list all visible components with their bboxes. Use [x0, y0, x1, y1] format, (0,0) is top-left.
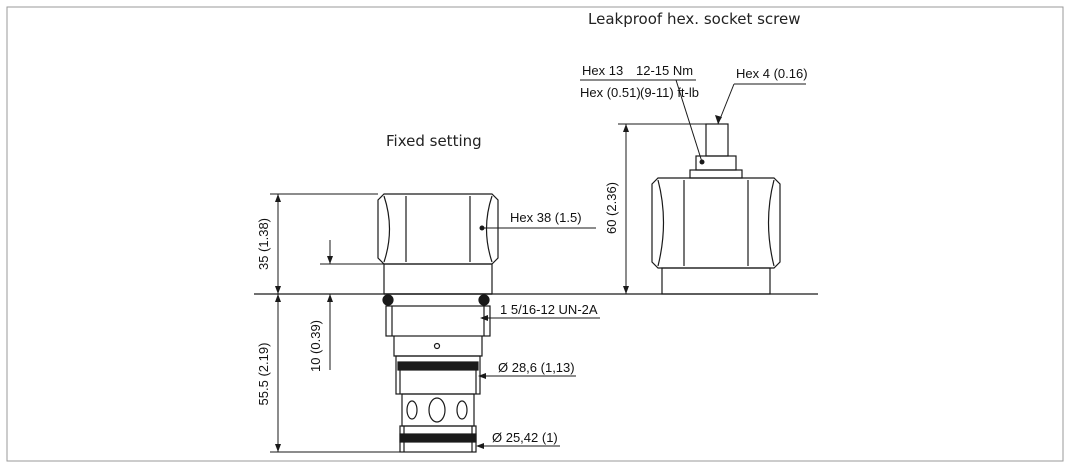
left-dimensions [270, 193, 400, 453]
o-ring [478, 294, 490, 306]
label-hex-inch: Hex (0.51) [580, 85, 641, 100]
arrow [327, 256, 333, 264]
neck [393, 336, 483, 357]
arrow [275, 294, 281, 302]
leader-dots [479, 225, 485, 231]
label-dia25: Ø 25,42 (1) [492, 430, 558, 445]
left-leaders [478, 227, 600, 447]
upper-seal [397, 361, 479, 371]
hex-curve [383, 195, 391, 263]
left-arrows [275, 194, 333, 452]
dim-label-35: 35 (1.38) [256, 218, 271, 270]
arrow [275, 286, 281, 294]
label-hex38: Hex 38 (1.5) [510, 210, 582, 225]
leader-arrows [476, 315, 488, 449]
pilot-hole [433, 342, 441, 350]
right-dimensions [618, 123, 706, 294]
hex-curve [657, 179, 665, 267]
label-torque-ftlb: (9-11) ft-lb [640, 85, 699, 100]
leader-hex13 [675, 79, 703, 163]
arrow [275, 444, 281, 452]
left-valve [377, 193, 499, 453]
port-hole [428, 397, 446, 423]
hex-head [651, 177, 781, 269]
socket-screw [705, 123, 729, 157]
arrow [327, 294, 333, 302]
lock-nut-base [689, 169, 743, 179]
label-hex13: Hex 13 [582, 63, 623, 78]
o-ring [382, 294, 394, 306]
title-leakproof: Leakproof hex. socket screw [588, 10, 801, 28]
collar [383, 263, 493, 295]
hex-curve [767, 179, 775, 267]
label-hex4: Hex 4 (0.16) [736, 66, 808, 81]
arrow [275, 194, 281, 202]
label-dia28: Ø 28,6 (1,13) [498, 360, 575, 375]
border [6, 6, 1064, 462]
port-hole [456, 400, 468, 420]
title-fixed-setting: Fixed setting [386, 132, 482, 150]
right-leader-ends [699, 115, 722, 165]
hex-head [377, 193, 499, 265]
thread-section [385, 305, 491, 337]
dim-label-60: 60 (2.36) [604, 182, 619, 234]
port-hole [406, 400, 418, 420]
dim-label-10: 10 (0.39) [308, 320, 323, 372]
dim-label-55: 55.5 (2.19) [256, 343, 271, 406]
right-valve [651, 123, 781, 295]
lower-seal [399, 433, 477, 443]
label-thread: 1 5/16-12 UN-2A [500, 302, 598, 317]
collar [661, 267, 771, 295]
right-arrows [623, 124, 629, 294]
label-torque-nm: 12-15 Nm [636, 63, 693, 78]
hex-curve [485, 195, 493, 263]
ported-body [401, 393, 475, 427]
